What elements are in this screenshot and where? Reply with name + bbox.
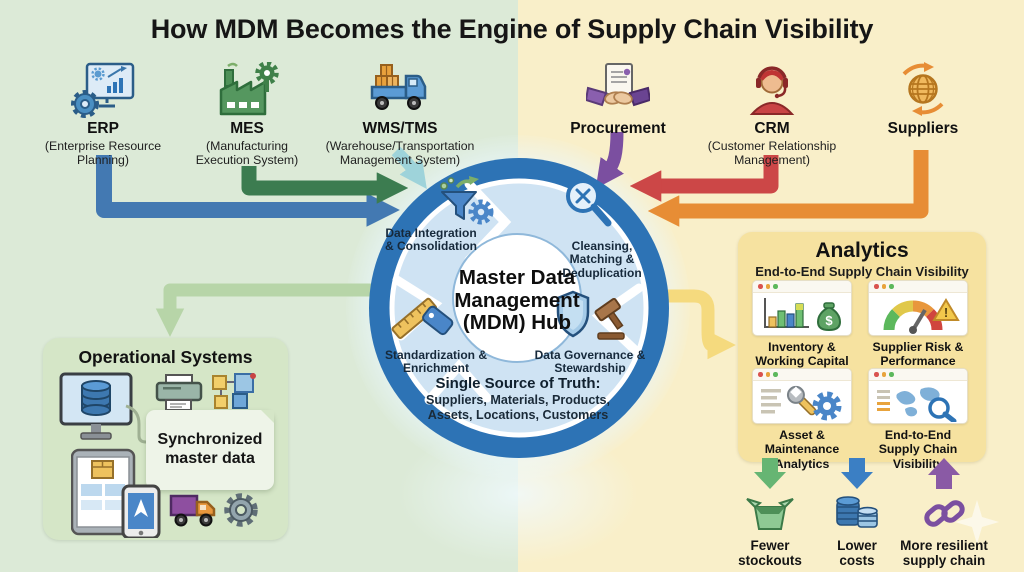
callout-fold-corner (261, 410, 274, 423)
source-label: CRM (754, 120, 790, 137)
source-label: Procurement (570, 120, 666, 137)
outcome-label: Fewer stockouts (738, 538, 802, 569)
source-label: ERP (87, 120, 119, 137)
source-wms-tms: WMS/TMS (Warehouse/Transportation Manage… (310, 60, 490, 167)
source-erp: ERP (Enterprise Resource Planning) (18, 60, 188, 167)
synchronized-master-data-callout: Synchronized master data (146, 410, 274, 490)
browser-window: ! (868, 280, 968, 336)
crm-agent-icon (749, 66, 795, 115)
suppliers-globe-icon (902, 62, 944, 116)
world-map-magnifier-icon (877, 387, 957, 422)
gear-icon (224, 493, 258, 527)
monitor-database-icon (59, 372, 133, 440)
ruler-tag-icon (391, 297, 454, 339)
arrow-hub-to-operational (155, 283, 380, 337)
analytics-panel: Analytics End-to-End Supply Chain Visibi… (738, 232, 986, 471)
source-sublabel: (Warehouse/Transportation Management Sys… (325, 139, 475, 168)
delivery-truck-icon (169, 494, 216, 527)
down-arrow-icon (754, 458, 786, 489)
shield-gavel-icon (556, 290, 625, 340)
mdm-hub (369, 158, 669, 458)
analytics-title: Analytics (815, 239, 909, 262)
bar-chart-money-icon: $ (764, 298, 842, 332)
source-label: WMS/TMS (362, 120, 438, 137)
tablet-phone-icon (71, 448, 161, 538)
procurement-handshake-icon (586, 63, 650, 107)
source-mes: MES (Manufacturing Execution System) (162, 60, 332, 167)
up-arrow-icon (928, 458, 960, 489)
outcome-resilient-supply-chain: More resilient supply chain (889, 458, 999, 569)
operational-systems-panel: Operational Systems (43, 338, 288, 540)
down-arrow-icon (841, 458, 873, 489)
synchronized-master-data-label: Synchronized master data (157, 431, 263, 467)
source-sublabel: (Customer Relationship Management) (707, 139, 837, 168)
operational-systems-title: Operational Systems (78, 347, 253, 367)
wms-truck-icon (370, 64, 427, 110)
sparkle-decoration (955, 500, 999, 544)
source-sublabel: (Manufacturing Execution System) (195, 139, 299, 168)
mes-factory-icon (219, 62, 279, 116)
svg-text:$: $ (825, 313, 833, 328)
magnifier-x-icon (566, 179, 612, 227)
source-suppliers: Suppliers (838, 60, 1008, 139)
source-procurement: Procurement (533, 60, 703, 139)
data-flow-icon (212, 373, 256, 409)
outcome-lower-costs: Lower costs (802, 458, 912, 569)
tile-caption: Asset & Maintenance Analytics (764, 428, 840, 471)
chain-link-icon (924, 500, 965, 527)
browser-window (752, 368, 852, 424)
arrow-wms-to-hub (391, 146, 427, 189)
analytics-tile-asset-maintenance: Asset & Maintenance Analytics (752, 368, 852, 471)
source-label: Suppliers (887, 120, 959, 137)
outcome-label: More resilient supply chain (900, 538, 988, 569)
coins-icon (836, 496, 878, 528)
arrow-suppliers-to-hub (647, 150, 929, 227)
analytics-subtitle: End-to-End Supply Chain Visibility (755, 264, 969, 279)
hub-segment-data-integration: Data Integration & Consolidation (385, 226, 477, 254)
tile-caption: End-to-End Supply Chain Visibility (878, 428, 958, 471)
arrow-procurement-to-hub (595, 131, 624, 189)
outcome-label: Lower costs (837, 538, 877, 569)
open-box-icon (746, 498, 794, 530)
gauge-warning-icon: ! (883, 298, 960, 334)
outcome-fewer-stockouts: Fewer stockouts (715, 458, 825, 569)
svg-text:!: ! (944, 305, 948, 320)
arrow-mes-to-hub (241, 166, 409, 204)
hub-segment-cleansing: Cleansing, Matching & Deduplication (562, 239, 642, 280)
arrow-hub-to-analytics (664, 289, 736, 360)
funnel-icon (440, 176, 494, 225)
browser-window (868, 368, 968, 424)
source-crm: CRM (Customer Relationship Management) (687, 60, 857, 167)
arrow-crm-to-hub (629, 155, 779, 202)
arrow-erp-to-hub (96, 155, 400, 227)
hub-footer-text: Suppliers, Materials, Products, Assets, … (425, 393, 611, 423)
source-label: MES (230, 120, 264, 137)
hub-footer-title: Single Source of Truth: (435, 375, 601, 392)
erp-gear-monitor-icon (71, 62, 135, 118)
analytics-tile-supplier-risk: ! Supplier Risk & Performance (868, 280, 968, 369)
hub-segment-standardization: Standardization & Enrichment (384, 348, 487, 376)
tile-caption: Supplier Risk & Performance (872, 340, 964, 369)
page-title: How MDM Becomes the Engine of Supply Cha… (150, 14, 874, 44)
wrench-gear-icon (761, 385, 842, 421)
browser-window: $ (752, 280, 852, 336)
hub-title: Master Data Management (MDM) Hub (454, 266, 580, 335)
source-sublabel: (Enterprise Resource Planning) (44, 139, 162, 168)
analytics-tile-visibility: End-to-End Supply Chain Visibility (868, 368, 968, 471)
hub-segment-governance: Data Governance & Stewardship (534, 348, 646, 376)
